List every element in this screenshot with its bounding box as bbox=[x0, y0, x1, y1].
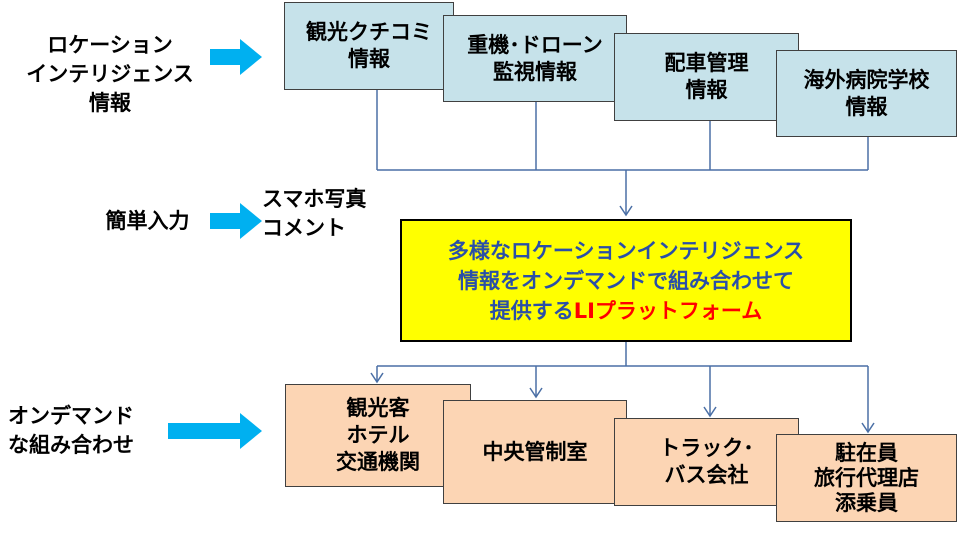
label-input-note: スマホ写真 コメント bbox=[262, 185, 366, 243]
dest-truck-line2: バス会社 bbox=[664, 463, 749, 487]
source-overseas-line1: 海外病院学校 bbox=[803, 67, 930, 92]
input-note-line1: スマホ写真 bbox=[262, 187, 367, 211]
platform-line3-prefix: 提供する bbox=[489, 298, 574, 323]
platform-line1: 多様なロケーションインテリジェンス bbox=[447, 238, 805, 263]
dest-expats-line2: 旅行代理店 bbox=[814, 465, 919, 490]
dest-box-truck-bus-companies: トラック･ バス会社 bbox=[614, 418, 799, 506]
label-location-intelligence: ロケーション インテリジェンス 情報 bbox=[15, 31, 205, 118]
source-box-overseas-hospital-school: 海外病院学校情報 bbox=[776, 50, 957, 137]
source-dispatch-line1: 配車管理 bbox=[664, 51, 749, 75]
dest-tourists-line2: ホテル bbox=[346, 423, 410, 447]
dest-box-expats-travel-agencies: 駐在員旅行代理店添乗員 bbox=[776, 434, 957, 522]
input-note-line2: コメント bbox=[262, 216, 346, 240]
dest-truck-line1: トラック･ bbox=[659, 436, 754, 460]
source-machinery-line1: 重機･ドローン bbox=[467, 32, 603, 57]
label-li-line2: インテリジェンス bbox=[26, 62, 194, 86]
label-on-demand: オンデマンド な組み合わせ bbox=[8, 402, 168, 460]
label-ondemand-line1: オンデマンド bbox=[8, 404, 134, 428]
dest-tourists-line1: 観光客 bbox=[346, 396, 410, 420]
label-li-line1: ロケーション bbox=[47, 33, 173, 57]
arrow-ondemand bbox=[168, 413, 262, 449]
platform-line3-highlight: LIプラットフォーム bbox=[573, 298, 763, 323]
platform-line2: 情報をオンデマンドで組み合わせて bbox=[458, 268, 794, 293]
dest-expats-line3: 添乗員 bbox=[835, 490, 898, 515]
li-platform-box: 多様なロケーションインテリジェンス 情報をオンデマンドで組み合わせて 提供するL… bbox=[400, 219, 852, 342]
source-overseas-line2: 情報 bbox=[845, 94, 888, 119]
arrow-li bbox=[210, 39, 262, 75]
label-easy-input: 簡単入力 bbox=[105, 209, 190, 233]
source-box-tourism-reviews: 観光クチコミ情報 bbox=[284, 2, 454, 90]
arrow-input bbox=[210, 203, 262, 239]
source-box-dispatch-management: 配車管理情報 bbox=[614, 33, 799, 121]
source-dispatch-line2: 情報 bbox=[685, 78, 728, 102]
label-ondemand-line2: な組み合わせ bbox=[8, 433, 134, 457]
source-box-heavy-machinery-drone: 重機･ドローン監視情報 bbox=[443, 15, 627, 102]
source-tourism-line2: 情報 bbox=[348, 47, 390, 71]
label-li-line3: 情報 bbox=[89, 91, 131, 115]
platform-line3: 提供するLIプラットフォーム bbox=[490, 296, 763, 326]
dest-box-central-control-room: 中央管制室 bbox=[443, 400, 627, 504]
dest-expats-line1: 駐在員 bbox=[835, 440, 898, 465]
dest-tourists-line3: 交通機関 bbox=[336, 450, 420, 474]
dest-control-line1: 中央管制室 bbox=[482, 439, 588, 464]
source-tourism-line1: 観光クチコミ bbox=[306, 20, 432, 44]
source-machinery-line2: 監視情報 bbox=[492, 59, 577, 84]
